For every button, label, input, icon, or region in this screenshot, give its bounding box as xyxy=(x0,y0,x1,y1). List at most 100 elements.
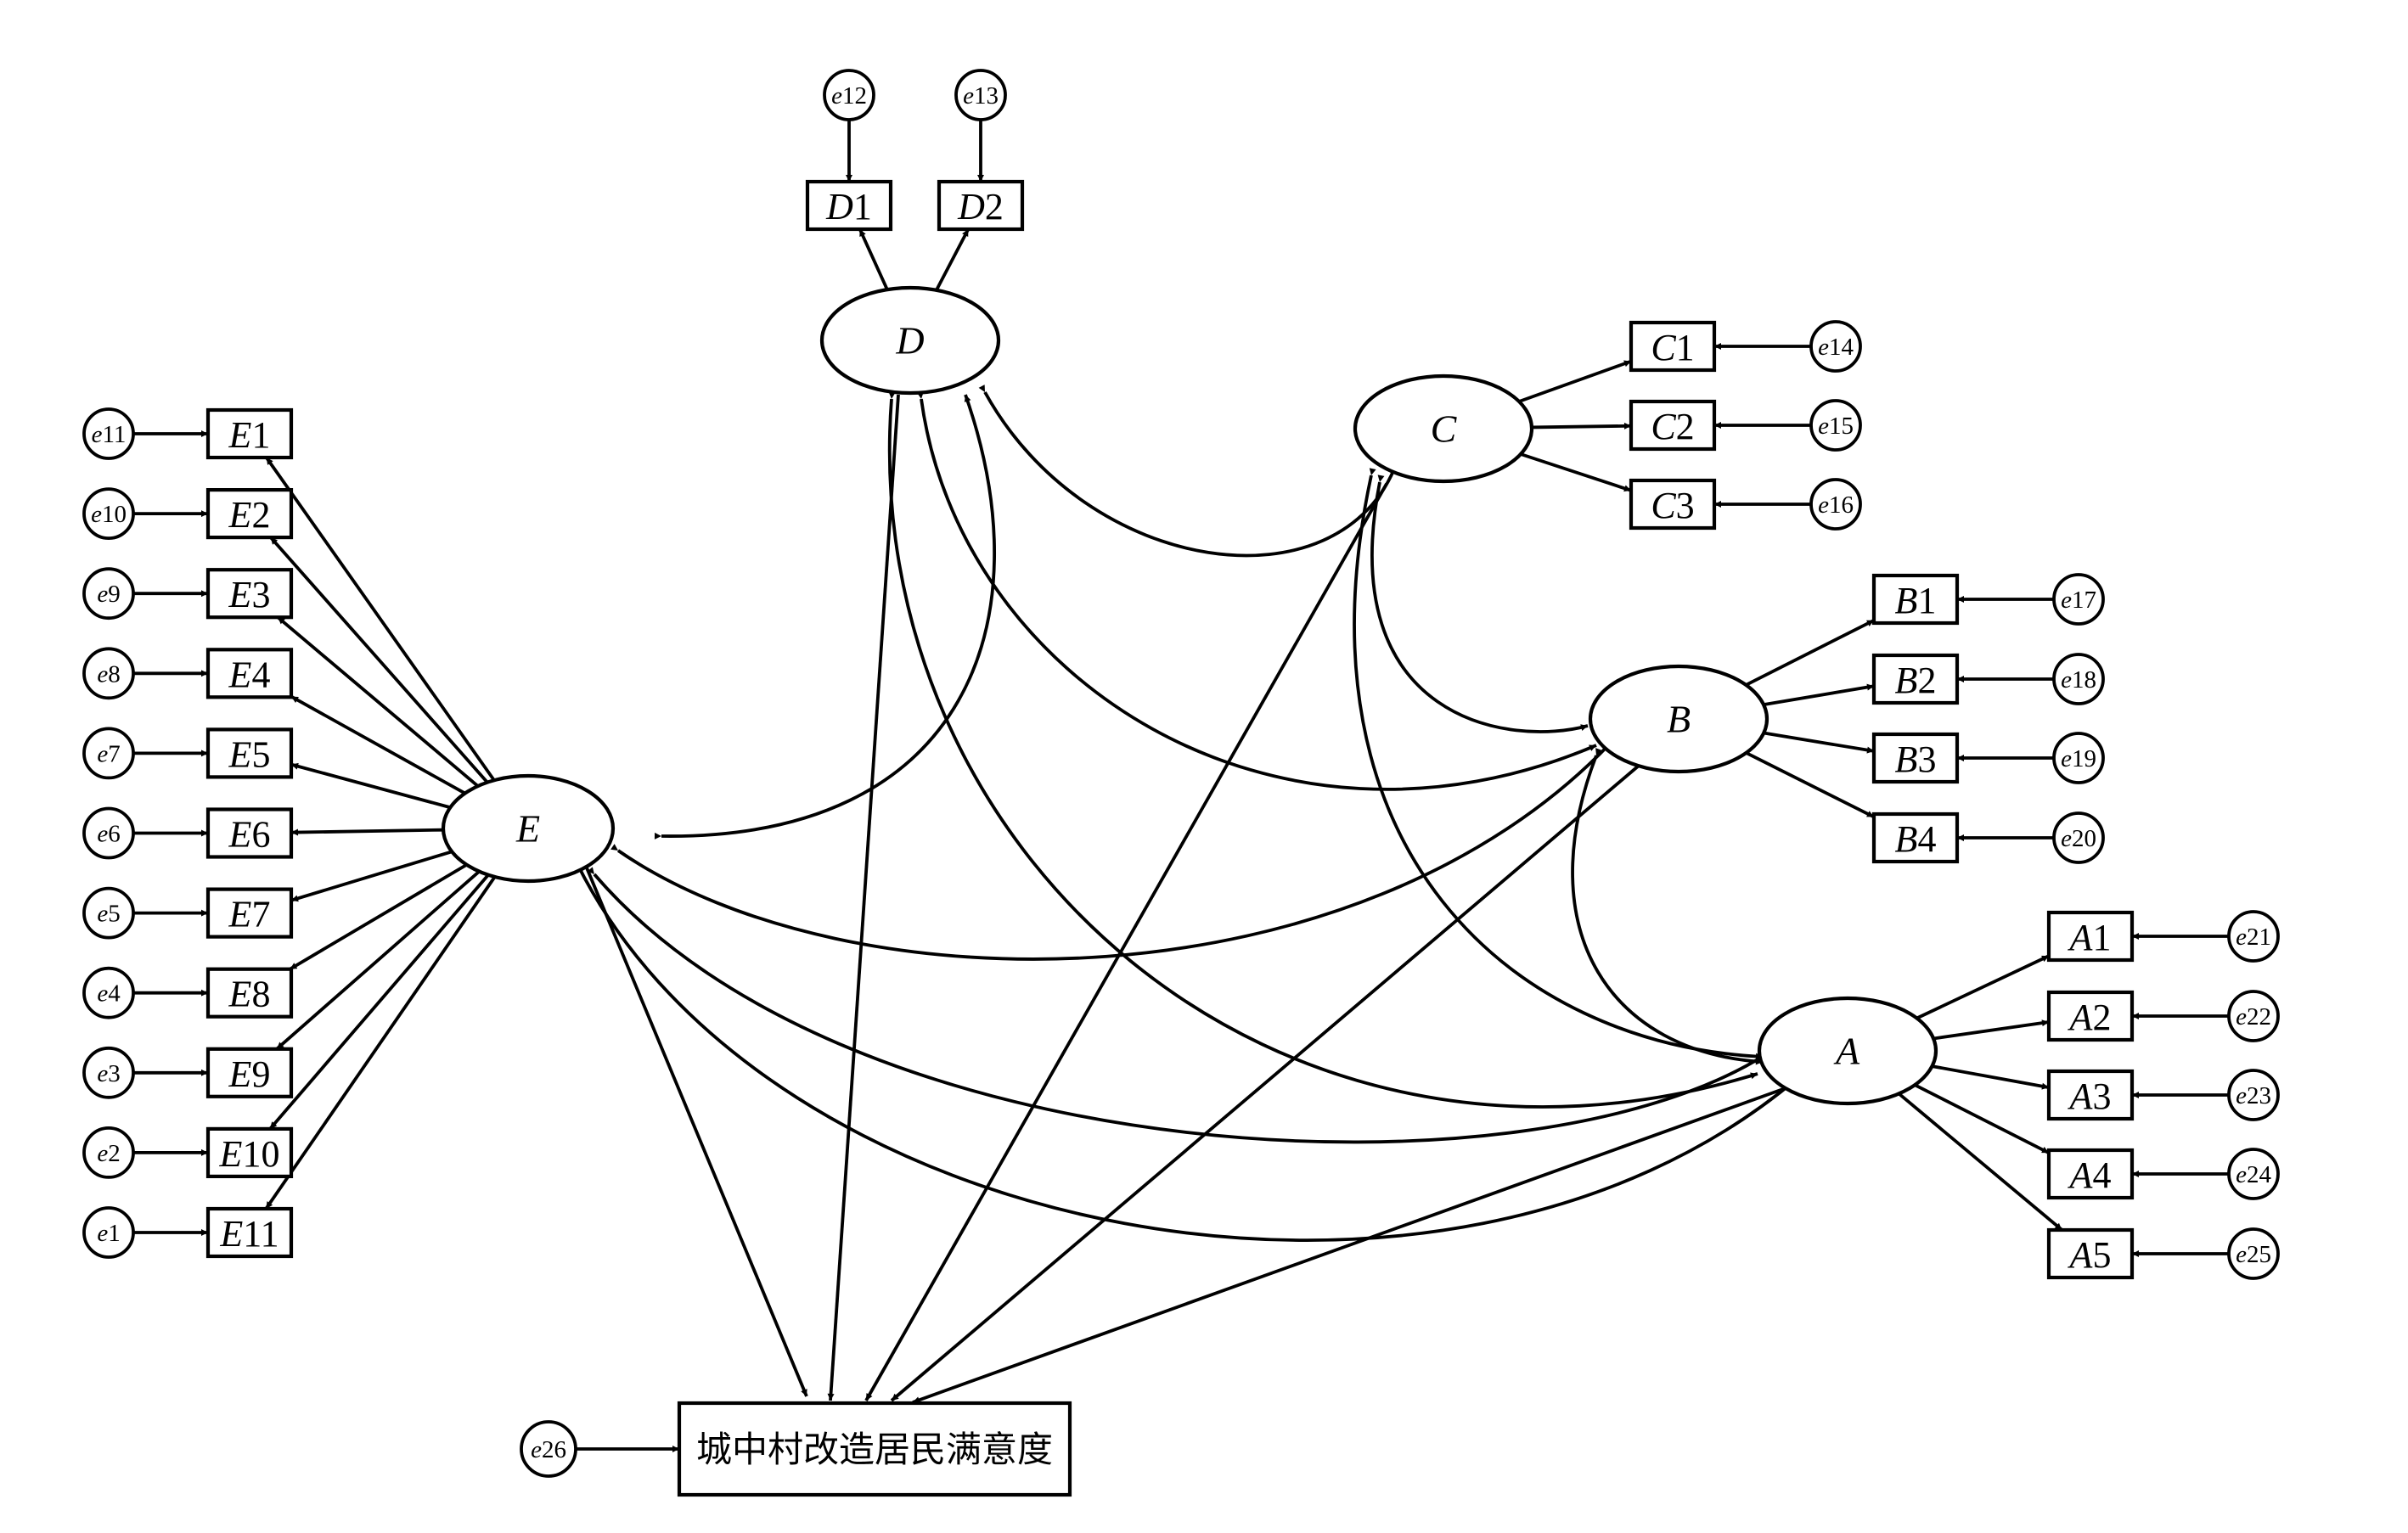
error-e16-circle xyxy=(1809,478,1862,531)
indicator-e3-label: E3 xyxy=(228,574,271,615)
loading-e-e4 xyxy=(290,694,466,795)
error-e14-circle xyxy=(1809,320,1862,373)
covariance-e-a xyxy=(571,856,1798,1242)
covariance-d-a xyxy=(887,391,1758,1109)
indicator-number: 3 xyxy=(1917,738,1936,780)
error-number: 19 xyxy=(2072,745,2096,772)
error-e10-circle xyxy=(82,487,135,540)
indicator-b4-box xyxy=(1871,811,1960,864)
error-e1-circle xyxy=(82,1206,135,1259)
indicator-e11-label: E11 xyxy=(219,1213,278,1255)
indicator-e2-box xyxy=(205,487,294,540)
indicator-e6-box xyxy=(205,807,294,859)
loading-e-e7 xyxy=(290,850,453,902)
error-letter: e xyxy=(2236,1161,2247,1188)
error-letter: e xyxy=(2236,1082,2247,1109)
error-number: 9 xyxy=(108,581,121,608)
indicator-letter: C xyxy=(1651,327,1676,368)
error-e7-label: e7 xyxy=(97,740,120,767)
indicator-number: 3 xyxy=(1676,485,1695,526)
indicator-e10-box xyxy=(205,1126,294,1179)
latent-e-ellipse xyxy=(441,773,616,884)
loading-a-a2 xyxy=(1933,1019,2050,1041)
indicator-a2-box xyxy=(2046,990,2135,1042)
indicator-number: 9 xyxy=(251,1053,270,1094)
error-e18-label: e18 xyxy=(2061,666,2096,694)
indicator-number: 2 xyxy=(1676,406,1695,447)
indicator-b3-label: B3 xyxy=(1895,738,1937,780)
indicator-c2-label: C2 xyxy=(1651,406,1694,447)
indicator-e8-box xyxy=(205,967,294,1019)
indicator-e1-label: E1 xyxy=(228,414,271,456)
error-e23-circle xyxy=(2227,1069,2280,1121)
loading-e-e3 xyxy=(276,615,480,788)
indicator-letter: E xyxy=(219,1213,243,1255)
latent-e-label: E xyxy=(515,807,540,851)
indicator-letter: A xyxy=(2068,1075,2094,1117)
loading-b-b1 xyxy=(1745,619,1875,687)
path-a-to-outcome xyxy=(912,1087,1784,1404)
indicator-letter: E xyxy=(228,574,252,615)
error-e17-label: e17 xyxy=(2061,587,2096,614)
loading-a-a3 xyxy=(1932,1064,2050,1090)
loading-e-e2 xyxy=(269,536,489,783)
error-e25-circle xyxy=(2227,1227,2280,1280)
indicator-e7-label: E7 xyxy=(228,893,271,935)
error-e26-circle xyxy=(520,1420,577,1478)
loading-e-e5 xyxy=(290,762,451,810)
edges-layer xyxy=(133,120,2229,1452)
error-e26-label: e26 xyxy=(531,1436,566,1463)
latent-a-ellipse xyxy=(1757,996,1938,1106)
error-e12-label: e12 xyxy=(831,82,867,110)
error-number: 17 xyxy=(2072,587,2096,614)
error-number: 18 xyxy=(2072,666,2096,694)
error-letter: e xyxy=(91,501,102,528)
indicator-letter: B xyxy=(1895,660,1918,701)
error-number: 5 xyxy=(108,901,121,928)
error-e12-circle xyxy=(823,69,875,121)
error-letter: e xyxy=(97,821,108,848)
error-e15-label: e15 xyxy=(1818,413,1854,440)
loading-c-c3 xyxy=(1520,452,1632,492)
error-e20-circle xyxy=(2052,811,2105,864)
covariance-e-d xyxy=(654,394,996,840)
error-number: 16 xyxy=(1829,491,1854,519)
error-e15-circle xyxy=(1809,399,1862,452)
indicator-number: 7 xyxy=(251,893,270,935)
loading-b-b3 xyxy=(1763,731,1875,754)
indicator-a5-box xyxy=(2046,1227,2135,1280)
indicator-b1-label: B1 xyxy=(1895,580,1937,621)
path-e-to-outcome xyxy=(584,865,808,1397)
path-b-to-outcome xyxy=(890,764,1640,1402)
error-number: 4 xyxy=(108,980,121,1008)
error-e5-circle xyxy=(82,886,135,940)
loading-e-e6 xyxy=(290,828,444,836)
indicator-number: 1 xyxy=(2092,917,2111,958)
indicator-e9-box xyxy=(205,1047,294,1098)
error-e13-circle xyxy=(954,69,1007,121)
error-number: 13 xyxy=(974,82,999,110)
error-e1-label: e1 xyxy=(97,1220,120,1247)
error-e24-circle xyxy=(2227,1148,2280,1200)
indicator-letter: E xyxy=(228,813,252,855)
error-e23-label: e23 xyxy=(2236,1082,2271,1109)
error-e22-circle xyxy=(2227,990,2280,1042)
indicator-a1-label: A1 xyxy=(2068,917,2112,958)
error-letter: e xyxy=(1818,491,1829,519)
error-number: 2 xyxy=(108,1140,121,1167)
error-e6-circle xyxy=(82,806,135,860)
outcome-box xyxy=(677,1401,1072,1497)
covariance-e-b xyxy=(587,867,1768,1144)
error-number: 21 xyxy=(2247,924,2271,951)
indicator-d2-box xyxy=(937,179,1025,232)
indicator-c2-box xyxy=(1629,399,1717,452)
error-letter: e xyxy=(2061,745,2072,772)
indicator-b1-box xyxy=(1871,573,1960,626)
error-letter: e xyxy=(97,660,108,688)
indicator-a3-label: A3 xyxy=(2068,1075,2112,1117)
error-number: 23 xyxy=(2247,1082,2271,1109)
indicator-c1-label: C1 xyxy=(1651,327,1694,368)
indicator-number: 5 xyxy=(2092,1234,2111,1276)
error-e8-label: e8 xyxy=(97,660,120,688)
error-e11-label: e11 xyxy=(92,421,127,448)
